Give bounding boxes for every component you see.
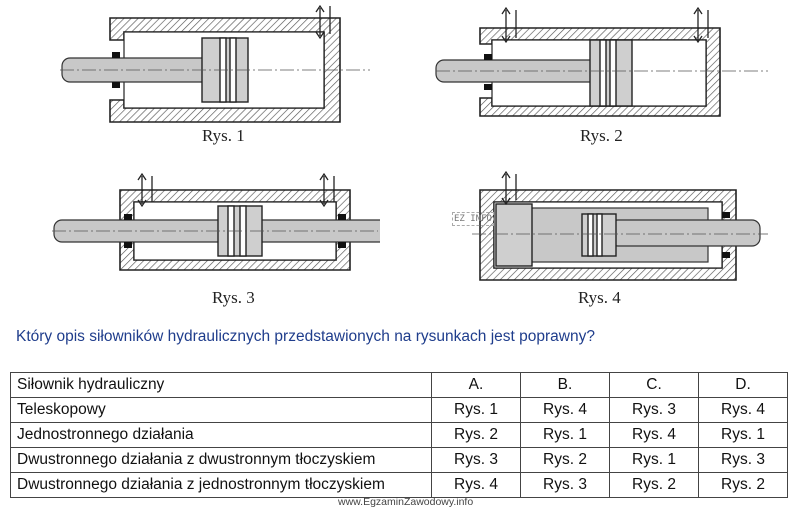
table-cell: Rys. 2 [609, 472, 699, 498]
site-footer-url: www.EgzaminZawodowy.info [338, 496, 474, 508]
header-option-a: A. [431, 372, 521, 398]
question-text: Który opis siłowników hydraulicznych prz… [16, 328, 595, 345]
table-cell: Rys. 4 [698, 397, 788, 423]
cylinder-1-diagram [60, 4, 370, 123]
figure-1-caption: Rys. 1 [202, 126, 245, 145]
table-cell: Rys. 3 [698, 447, 788, 473]
row-label: Dwustronnego działania z jednostronnym t… [10, 472, 432, 498]
cylinder-3-diagram [52, 172, 380, 271]
figure-2-caption: Rys. 2 [580, 126, 623, 145]
figure-rys-3: Rys. 3 [50, 170, 380, 315]
table-cell: Rys. 2 [431, 422, 521, 448]
answer-table: Siłownik hydrauliczny A. B. C. D. Telesk… [10, 372, 788, 498]
row-label: Dwustronnego działania z dwustronnym tło… [10, 447, 432, 473]
figure-4-caption: Rys. 4 [578, 288, 621, 307]
table-cell: Rys. 3 [520, 472, 610, 498]
table-cell: Rys. 1 [698, 422, 788, 448]
header-option-d: D. [698, 372, 788, 398]
header-cell: Siłownik hydrauliczny [10, 372, 432, 398]
table-cell: Rys. 4 [520, 397, 610, 423]
figure-3-caption: Rys. 3 [212, 288, 255, 307]
cylinder-2-diagram [435, 6, 768, 117]
table-cell: Rys. 4 [431, 472, 521, 498]
table-row: Jednostronnego działania Rys. 2 Rys. 1 R… [10, 422, 788, 448]
row-label: Teleskopowy [10, 397, 432, 423]
table-header-row: Siłownik hydrauliczny A. B. C. D. [10, 372, 788, 398]
header-option-b: B. [520, 372, 610, 398]
cylinder-4-diagram [472, 170, 768, 281]
table-cell: Rys. 3 [609, 397, 699, 423]
ez-info-watermark: EZ INFO [452, 212, 494, 226]
table-cell: Rys. 2 [698, 472, 788, 498]
header-option-c: C. [609, 372, 699, 398]
figure-rys-1: Rys. 1 [50, 0, 380, 150]
table-cell: Rys. 1 [431, 397, 521, 423]
table-cell: Rys. 4 [609, 422, 699, 448]
table-cell: Rys. 1 [520, 422, 610, 448]
row-label: Jednostronnego działania [10, 422, 432, 448]
table-row: Teleskopowy Rys. 1 Rys. 4 Rys. 3 Rys. 4 [10, 397, 788, 423]
figure-rys-4: Rys. 4 [470, 168, 770, 315]
table-row: Dwustronnego działania z dwustronnym tło… [10, 447, 788, 473]
table-cell: Rys. 2 [520, 447, 610, 473]
table-cell: Rys. 1 [609, 447, 699, 473]
table-row: Dwustronnego działania z jednostronnym t… [10, 472, 788, 498]
figure-rys-2: Rys. 2 [430, 0, 770, 150]
table-cell: Rys. 3 [431, 447, 521, 473]
